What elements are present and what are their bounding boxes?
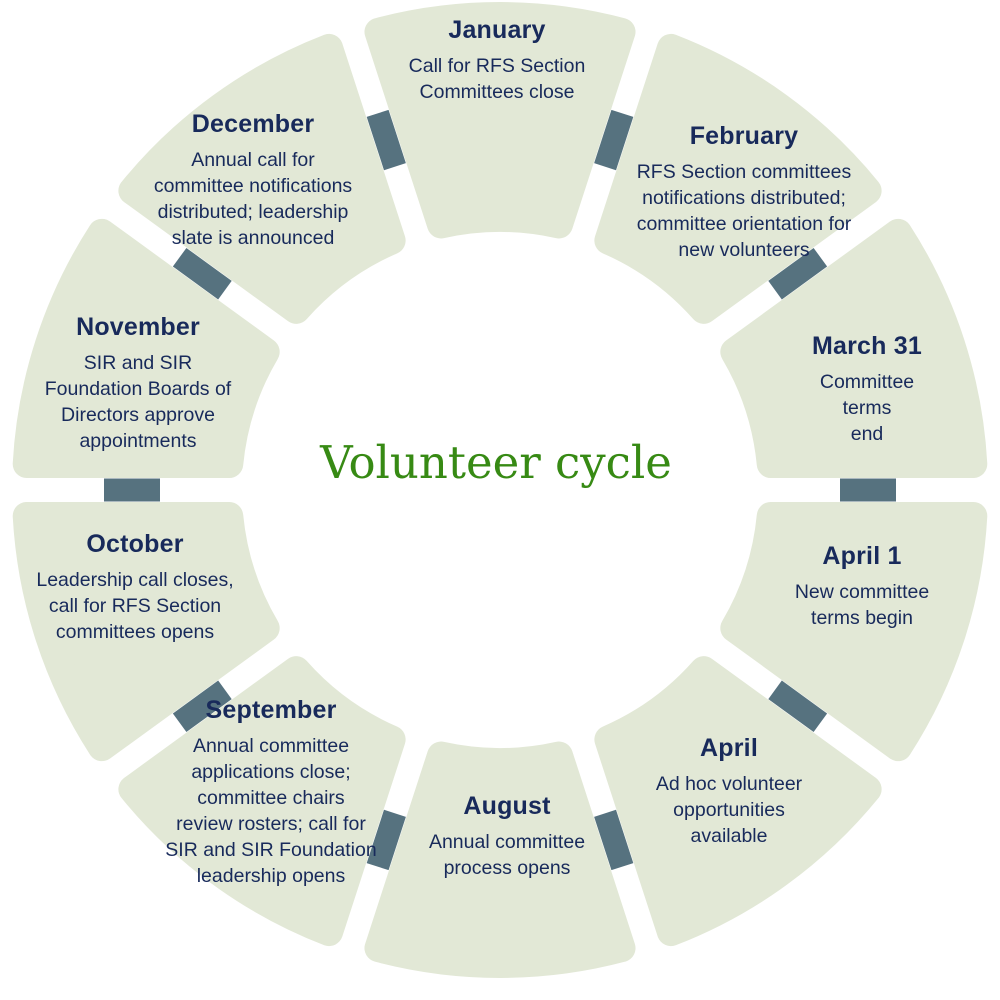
month-description: New committee terms begin: [794, 581, 930, 629]
segment-connector: [172, 680, 232, 733]
segment-connector: [104, 478, 160, 502]
segment-connector: [594, 109, 634, 171]
segment-label-april-1: April 1 New committee terms begin: [795, 542, 929, 631]
segment-label-february: February RFS Section committees notifica…: [637, 122, 852, 263]
month-title: February: [689, 122, 799, 150]
segment-connector: [366, 109, 406, 171]
month-title: November: [76, 313, 200, 341]
segment-arc-february: [594, 33, 882, 324]
month-description: Ad hoc volunteer opportunities available: [655, 773, 803, 847]
month-title: March 31: [812, 332, 922, 360]
month-description: Leadership call closes, call for RFS Sec…: [36, 569, 234, 643]
segment-label-november: November SIR and SIR Foundation Boards o…: [45, 313, 231, 454]
month-title: October: [86, 530, 184, 558]
segment-connector: [840, 478, 896, 502]
month-title: April: [700, 734, 758, 762]
month-title: December: [191, 110, 315, 138]
segment-label-december: December Annual call for committee notif…: [154, 110, 352, 251]
month-title: September: [205, 696, 337, 724]
month-description: SIR and SIR Foundation Boards of Directo…: [44, 352, 232, 452]
segment-connector: [594, 809, 634, 871]
segment-label-april: April Ad hoc volunteer opportunities ava…: [656, 734, 802, 849]
segment-label-october: October Leadership call closes, call for…: [36, 530, 233, 645]
segment-arc-december: [118, 33, 406, 324]
month-title: January: [448, 16, 546, 44]
segment-arc-november: [12, 218, 280, 479]
segment-label-september: September Annual committee applications …: [165, 696, 376, 889]
month-title: August: [463, 792, 551, 820]
segment-arc-march-31: [720, 218, 988, 479]
month-description: Call for RFS Section Committees close: [408, 55, 586, 103]
segment-connector: [768, 680, 828, 733]
segment-label-january: January Call for RFS Section Committees …: [409, 16, 586, 105]
segment-arc-january: [364, 2, 636, 239]
segment-arc-october: [12, 501, 280, 762]
segment-arc-august: [364, 741, 636, 978]
segment-arc-april-1: [720, 501, 988, 762]
segment-label-august: August Annual committee process opens: [429, 792, 585, 881]
month-description: Annual call for committee notifications …: [153, 149, 353, 249]
segment-connector: [366, 809, 406, 871]
segment-connector: [172, 247, 232, 300]
segment-label-march-31: March 31 Committee terms end: [801, 332, 934, 447]
cycle-title: Volunteer cycle: [320, 436, 672, 489]
segment-arc-september: [118, 656, 406, 947]
month-description: Annual committee applications close; com…: [165, 735, 377, 887]
month-description: Committee terms end: [819, 371, 915, 445]
segment-arc-april: [594, 656, 882, 947]
month-title: April 1: [822, 542, 902, 570]
segment-connector: [768, 247, 828, 300]
month-description: RFS Section committees notifications dis…: [636, 161, 852, 261]
month-description: Annual committee process opens: [428, 831, 586, 879]
